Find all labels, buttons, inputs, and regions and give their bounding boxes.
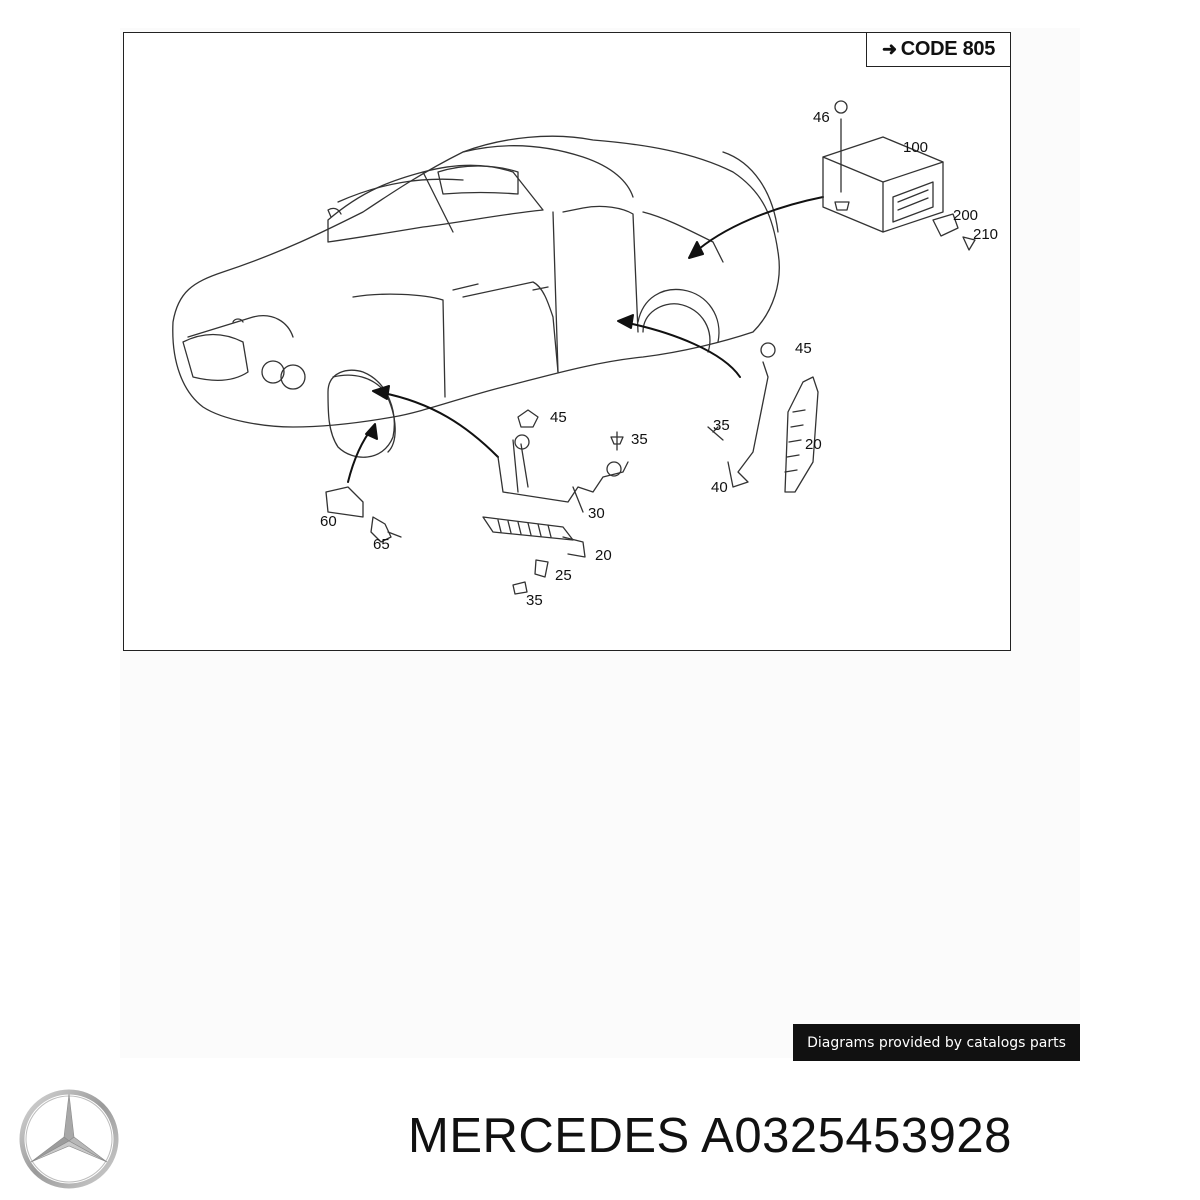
callout-30: 30 <box>588 505 605 522</box>
option-code-label: CODE 805 <box>900 38 996 60</box>
callout-35: 35 <box>631 431 648 448</box>
callout-20: 20 <box>805 436 822 453</box>
callout-35: 35 <box>526 592 543 609</box>
pointer-arrows <box>347 196 824 483</box>
arrow-right-icon: ➜ <box>881 39 897 59</box>
callout-65: 65 <box>373 536 390 553</box>
small-parts <box>325 409 624 543</box>
callout-210: 210 <box>973 226 998 243</box>
callout-20: 20 <box>595 547 612 564</box>
option-code-box: ➜ CODE 805 <box>866 32 1011 67</box>
callout-200: 200 <box>953 207 978 224</box>
brand-name: MERCEDES <box>408 1109 690 1163</box>
diagram-frame <box>123 32 1011 651</box>
callout-45: 45 <box>550 409 567 426</box>
callout-25: 25 <box>555 567 572 584</box>
callout-labels: 46 100 200 210 45 35 20 40 45 35 30 20 2… <box>320 109 998 609</box>
callout-60: 60 <box>320 513 337 530</box>
side-assembly <box>707 342 819 493</box>
control-unit <box>822 100 976 251</box>
part-number: A0325453928 <box>701 1109 1012 1163</box>
bracket-assembly <box>482 434 629 595</box>
callout-46: 46 <box>813 109 830 126</box>
callout-45: 45 <box>795 340 812 357</box>
callout-35: 35 <box>713 417 730 434</box>
part-title: MERCEDES A0325453928 <box>408 1108 1012 1164</box>
mercedes-star-icon <box>19 1089 119 1189</box>
car-outline <box>172 135 780 458</box>
parts-diagram: 46 100 200 210 45 35 20 40 45 35 30 20 2… <box>172 100 998 609</box>
callout-40: 40 <box>711 479 728 496</box>
callout-100: 100 <box>903 139 928 156</box>
credit-banner: Diagrams provided by catalogs parts <box>793 1024 1080 1061</box>
